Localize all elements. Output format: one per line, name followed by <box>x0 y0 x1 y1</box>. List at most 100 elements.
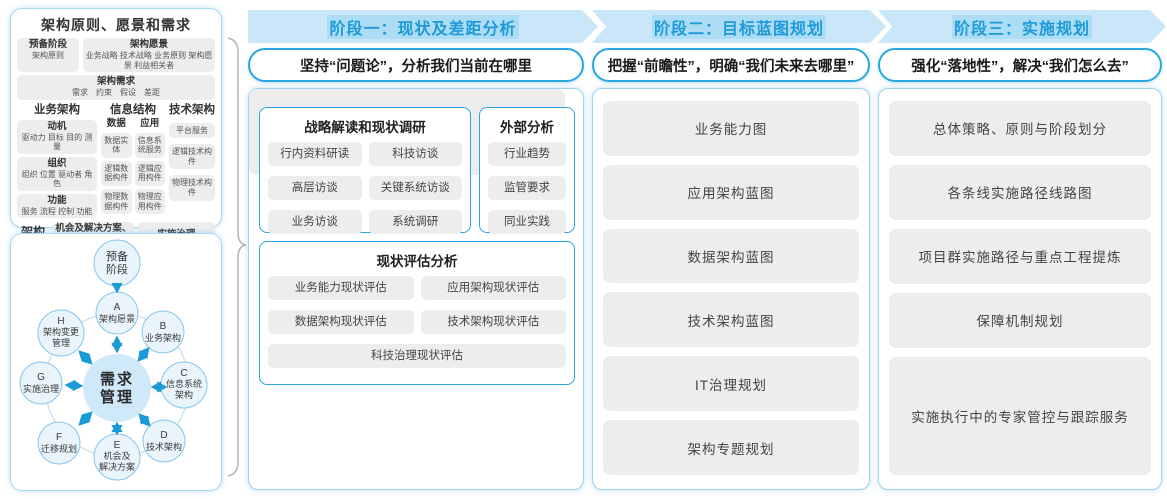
motivation-sub: 驱动力 目标 目的 测量 <box>21 132 93 152</box>
adm-circle-f <box>37 421 81 465</box>
adm-g-label: 实施治理 <box>23 383 59 394</box>
phase2-item: 业务能力图 <box>603 101 859 156</box>
phase2-band-title: 阶段二：目标蓝图规划 <box>652 15 826 39</box>
adm-h-label1: 架构变更 <box>43 326 79 337</box>
arrow-center-h <box>78 350 93 365</box>
adm-circle-center <box>83 354 151 422</box>
organization-box: 组织 组织 位置 驱动者 角色 <box>17 156 97 191</box>
organization-title: 组织 <box>47 157 67 169</box>
adm-circle-a <box>95 291 139 335</box>
phase3-container: 总体策略、原则与阶段划分 各条线实施路径线路图 项目群实施路径与重点工程提炼 保… <box>878 88 1162 490</box>
external-item: 行业趋势 <box>488 142 566 166</box>
phase3-band: 阶段三：实施规划 <box>878 10 1166 43</box>
function-sub: 服务 流程 控制 功能 <box>21 206 93 216</box>
strategy-item: 行内资料研读 <box>268 142 362 166</box>
business-architecture-header: 业务架构 <box>34 103 80 116</box>
adm-circle-b <box>141 310 185 354</box>
adm-circle-prep <box>93 239 141 287</box>
adm-cycle-panel: 预备 阶段 A 架构愿景 B 业务架构 C 信息系统 架构 D 技术架构 E 机… <box>10 233 222 491</box>
phase1-container: 战略解读和现状调研 行内资料研读 科技访谈 高层访谈 关键系统访谈 业务访谈 系… <box>248 88 584 490</box>
requirements-sub: 需求 约束 假设 差距 <box>72 88 160 98</box>
phase3-item: 总体策略、原则与阶段划分 <box>889 101 1151 156</box>
strategy-research-box: 战略解读和现状调研 行内资料研读 科技访谈 高层访谈 关键系统访谈 业务访谈 系… <box>259 107 471 234</box>
motivation-title: 动机 <box>47 120 67 132</box>
information-structure-header: 信息结构 <box>110 103 156 116</box>
framework-title: 架构原则、愿景和需求 <box>41 17 191 33</box>
data-entity-box: 数据实体 <box>101 132 132 158</box>
arrow-center-g <box>64 379 84 392</box>
curly-brace <box>227 37 247 477</box>
phase3-item: 项目群实施路径与重点工程提炼 <box>889 228 1151 284</box>
current-assessment-box: 现状评估分析 业务能力现状评估 应用架构现状评估 数据架构现状评估 技术架构现状… <box>259 241 575 385</box>
data-subheader: 数据 <box>106 117 126 129</box>
adm-b-letter: B <box>160 321 167 332</box>
assessment-item: 科技治理现状评估 <box>268 344 566 368</box>
adm-f-label: 迁移规划 <box>41 443 77 454</box>
assessment-item: 应用架构现状评估 <box>420 276 566 300</box>
technology-architecture-header: 技术架构 <box>169 103 215 116</box>
adm-a-letter: A <box>114 302 121 313</box>
information-structure-column: 信息结构 数据 数据实体 逻辑数据构件 物理数据构件 应用 信息系统服务 逻辑应… <box>101 103 165 219</box>
info-system-service-box: 信息系统服务 <box>134 132 165 158</box>
requirements-box: 架构需求 需求 约束 假设 差距 <box>17 75 215 100</box>
phase2-item: 数据架构蓝图 <box>603 228 859 284</box>
prep-phase-box: 预备阶段 架构原则 <box>17 38 79 73</box>
business-architecture-column: 业务架构 动机 驱动力 目标 目的 测量 组织 组织 位置 驱动者 角色 功能 … <box>17 103 97 219</box>
external-analysis-box: 外部分析 行业趋势 监管要求 同业实践 <box>479 107 575 234</box>
adm-cycle-diagram: 预备 阶段 A 架构愿景 B 业务架构 C 信息系统 架构 D 技术架构 E 机… <box>19 239 208 481</box>
strategy-item: 业务访谈 <box>268 210 362 234</box>
external-analysis-title: 外部分析 <box>500 120 554 135</box>
adm-circle-g <box>19 361 63 405</box>
organization-sub: 组织 位置 驱动者 角色 <box>21 169 93 189</box>
phase3-subtitle: 强化“落地性”，解决“我们怎么去” <box>878 48 1162 82</box>
adm-c-letter: C <box>180 368 187 379</box>
assessment-item: 技术架构现状评估 <box>420 310 566 334</box>
adm-d-letter: D <box>160 430 167 441</box>
phase2-item: 应用架构蓝图 <box>603 164 859 220</box>
arrow-center-d <box>138 413 151 427</box>
adm-circle-h <box>37 309 85 357</box>
phase2-band: 阶段二：目标蓝图规划 <box>592 10 886 43</box>
adm-h-label2: 管理 <box>52 337 70 348</box>
logical-data-box: 逻辑数据构件 <box>101 160 132 186</box>
platform-service-box: 平台服务 <box>169 122 215 139</box>
external-item: 监管要求 <box>488 176 566 200</box>
prep-phase-title: 预备阶段 <box>28 39 67 50</box>
function-title: 功能 <box>47 194 67 206</box>
vision-sub: 业务战略 技术战略 业务原则 架构愿景 利益相关者 <box>85 50 213 70</box>
phase2-container: 业务能力图 应用架构蓝图 数据架构蓝图 技术架构蓝图 IT治理规划 架构专题规划 <box>592 88 870 490</box>
adm-f-letter: F <box>56 432 62 443</box>
adm-h-letter: H <box>57 316 64 327</box>
adm-prep-line1: 预备 <box>106 249 128 263</box>
adm-c-label1: 信息系统 <box>166 378 202 389</box>
physical-tech-box: 物理技术构件 <box>169 175 215 201</box>
logical-tech-box: 逻辑技术构件 <box>169 144 215 170</box>
adm-e-label1: 机会及 <box>103 450 130 461</box>
prep-phase-sub: 架构原则 <box>32 50 64 60</box>
motivation-box: 动机 驱动力 目标 目的 测量 <box>17 119 97 154</box>
adm-c-label2: 架构 <box>175 389 193 400</box>
adm-b-label: 业务架构 <box>145 332 181 343</box>
adm-center-line1: 需求 <box>100 370 134 388</box>
phase2-item: IT治理规划 <box>603 356 859 412</box>
requirements-title: 架构需求 <box>96 76 135 88</box>
phase2-subtitle: 把握“前瞻性”，明确“我们未来去哪里” <box>592 48 870 82</box>
strategy-item: 系统调研 <box>368 210 462 234</box>
technology-architecture-column: 技术架构 平台服务 逻辑技术构件 物理技术构件 <box>169 103 215 219</box>
data-subcolumn: 数据 数据实体 逻辑数据构件 物理数据构件 <box>101 117 132 215</box>
application-subcolumn: 应用 信息系统服务 逻辑应用构件 物理应用构件 <box>134 117 165 215</box>
adm-center-line2: 管理 <box>100 388 134 406</box>
assessment-item: 业务能力现状评估 <box>268 276 414 300</box>
framework-row-vision: 预备阶段 架构原则 架构愿景 业务战略 技术战略 业务原则 架构愿景 利益相关者 <box>17 38 215 73</box>
function-box: 功能 服务 流程 控制 功能 <box>17 193 97 219</box>
phase3-item: 实施执行中的专家管控与跟踪服务 <box>889 356 1151 475</box>
adm-prep-line2: 阶段 <box>106 262 128 276</box>
phase2-item: 架构专题规划 <box>603 420 859 475</box>
arrow-center-b <box>137 347 150 362</box>
application-subheader: 应用 <box>140 117 160 129</box>
current-assessment-title: 现状评估分析 <box>376 254 458 269</box>
framework-panel: 架构原则、愿景和需求 预备阶段 架构原则 架构愿景 业务战略 技术战略 业务原则… <box>10 8 222 259</box>
strategy-item: 高层访谈 <box>268 176 362 200</box>
adm-circle-d <box>142 419 186 463</box>
strategy-item: 科技访谈 <box>368 142 462 166</box>
